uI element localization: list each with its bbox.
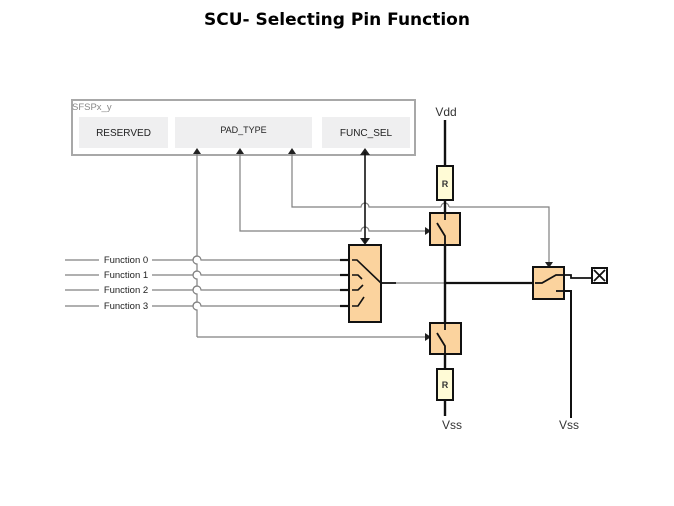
function-label: Function 2 — [104, 285, 148, 296]
function-label: Function 1 — [104, 270, 148, 281]
mux-switch-arm — [352, 259, 382, 284]
function-multiplexer — [348, 244, 382, 323]
output-vss-line — [564, 290, 572, 418]
field-reserved — [79, 117, 168, 148]
pullup-switch — [429, 212, 461, 246]
pin-line — [564, 274, 592, 279]
arrow-up-icon — [193, 148, 201, 154]
arrow-right-icon — [425, 227, 431, 235]
field-pad-type — [175, 117, 312, 148]
arrow-up-icon — [360, 148, 370, 155]
field-func-sel-label: FUNC_SEL — [340, 128, 393, 139]
function-label: Function 3 — [104, 301, 148, 312]
function-inputs: Function 0 Function 1 Function 2 Functio… — [65, 255, 352, 312]
register-name: SFSPx_y — [72, 102, 112, 113]
register-sfspx-y: SFSPx_y RESERVED PAD_TYPE FUNC_SEL — [71, 99, 416, 156]
arrow-down-icon — [545, 262, 553, 268]
vss-label-left: Vss — [442, 418, 462, 432]
function-label: Function 0 — [104, 255, 148, 266]
svg-text:R: R — [442, 179, 449, 189]
register-arrowheads — [193, 148, 553, 341]
arrow-up-icon — [236, 148, 244, 154]
pullup-resistor: R — [436, 165, 454, 201]
field-reserved-label: RESERVED — [96, 128, 151, 139]
function-input-1: Function 1 — [65, 270, 352, 281]
output-driver-switch — [532, 266, 565, 300]
field-func-sel — [322, 117, 410, 148]
pullup-enable-line — [239, 152, 426, 232]
vdd-label: Vdd — [435, 105, 456, 119]
pulldown-resistor: R — [436, 368, 454, 401]
vss-label-right: Vss — [559, 418, 579, 432]
svg-text:R: R — [442, 380, 449, 390]
slide-title: SCU- Selecting Pin Function — [204, 10, 470, 30]
function-input-0: Function 0 — [65, 255, 352, 266]
function-input-3: Function 3 — [65, 301, 352, 312]
function-input-2: Function 2 — [65, 285, 352, 296]
arrow-right-icon — [425, 333, 431, 341]
pulldown-switch — [429, 322, 462, 355]
field-pad-type-label: PAD_TYPE — [220, 125, 266, 135]
arrow-up-icon — [288, 148, 296, 154]
output-enable-line — [291, 152, 550, 263]
pin-pad-icon — [591, 267, 608, 284]
pulldown-enable-line — [192, 152, 198, 337]
